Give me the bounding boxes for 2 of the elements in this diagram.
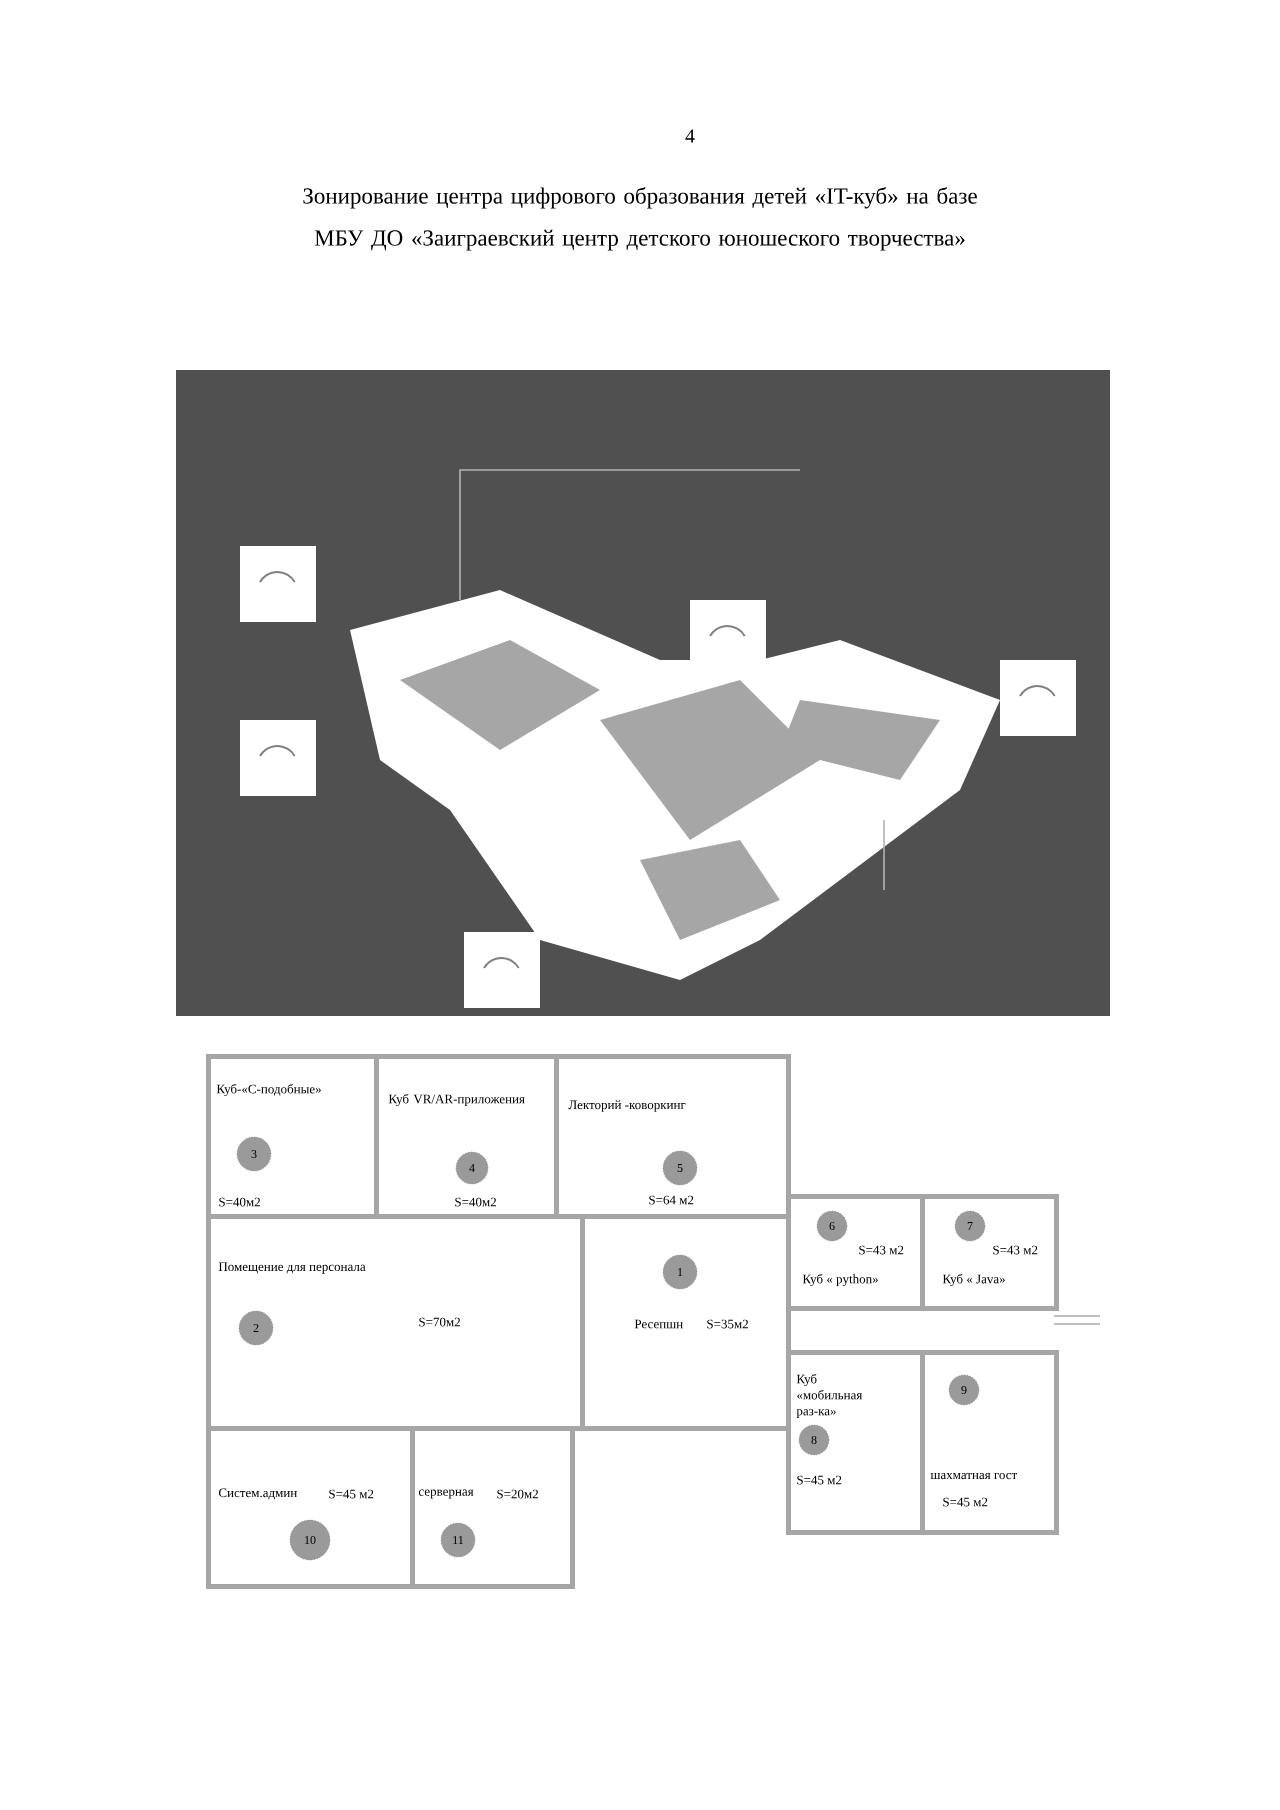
title: Зонирование центра цифрового образования детей «IT-куб» на базе МБУ ДО «Заиграевский центр детского юношеского творчества» bbox=[303, 187, 977, 251]
page-number: 4 bbox=[685, 129, 695, 143]
